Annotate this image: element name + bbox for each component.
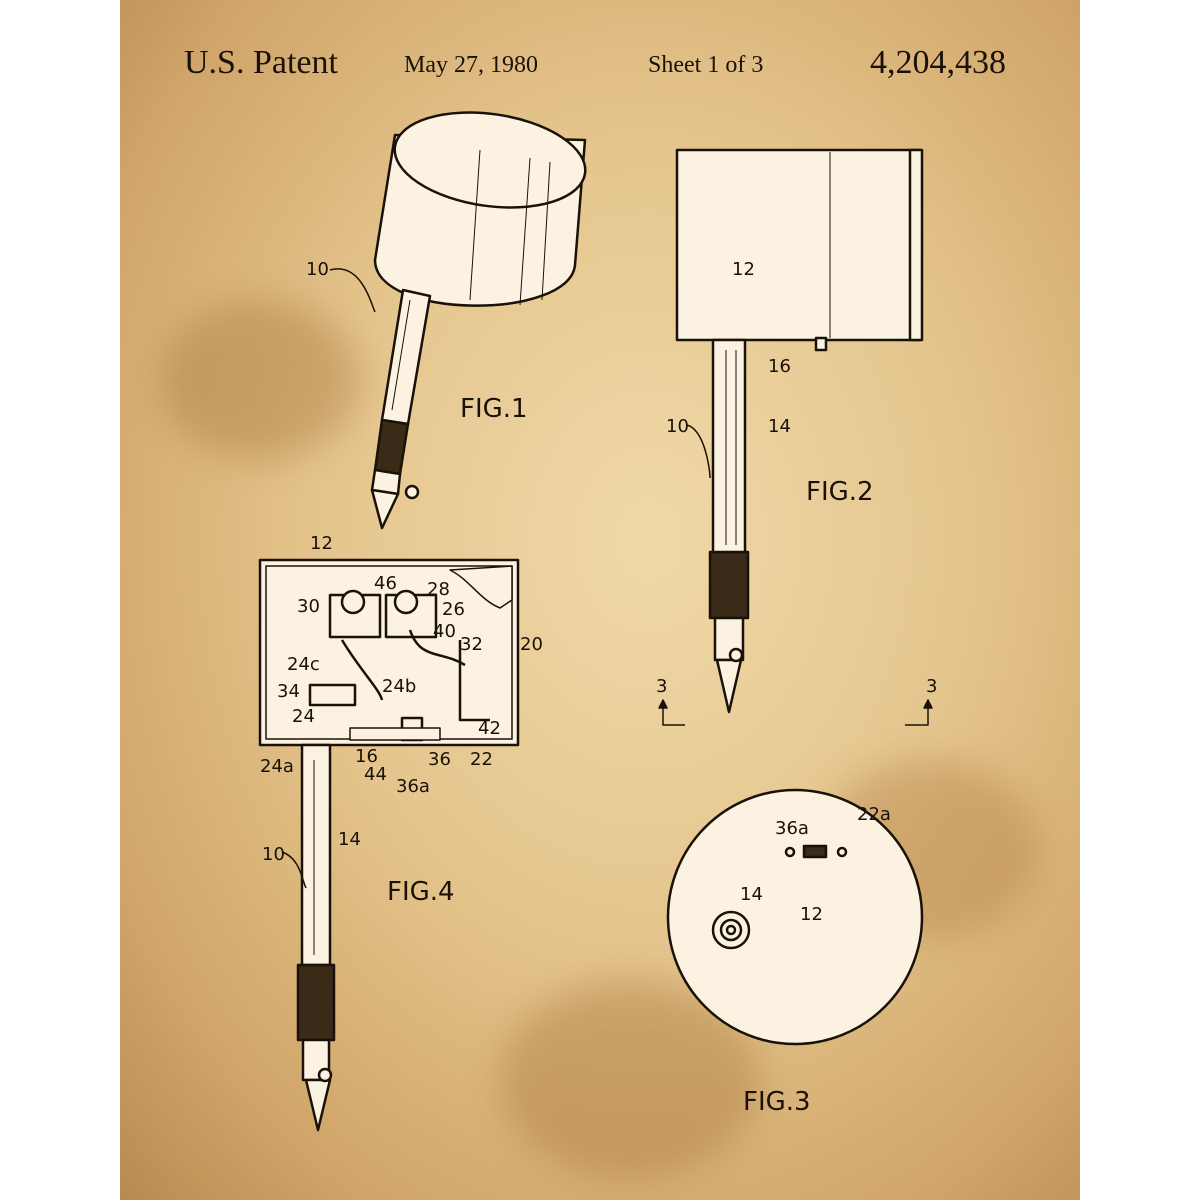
patent-date: May 27, 1980: [404, 52, 538, 78]
ref-42: 42: [478, 718, 501, 739]
fig1-drawing: [370, 111, 587, 530]
fig3-label: FIG.3: [743, 1087, 811, 1117]
ref-10-fig4: 10: [262, 844, 285, 865]
fig2-label: FIG.2: [806, 477, 874, 507]
fig2-drawing: [675, 148, 924, 714]
ref-12-fig4: 12: [310, 533, 333, 554]
ref-36: 36: [428, 749, 451, 770]
ref-24c: 24c: [287, 654, 320, 675]
ref-24a: 24a: [260, 756, 294, 777]
fig3-drawing: [666, 788, 924, 1046]
section-3-left: 3: [656, 676, 667, 697]
sheet-indicator: Sheet 1 of 3: [648, 52, 764, 78]
patent-number: 4,204,438: [870, 44, 1006, 81]
fig4-drawing: [258, 558, 520, 1132]
ref-14-fig4: 14: [338, 829, 361, 850]
patent-sheet: U.S. Patent May 27, 1980 Sheet 1 of 3 4,…: [120, 0, 1080, 1200]
ref-10-fig1: 10: [306, 259, 329, 280]
ref-16-fig4: 16: [355, 746, 378, 767]
paper-stain: [160, 300, 360, 460]
ref-14-fig2: 14: [768, 416, 791, 437]
ref-12-fig3: 12: [800, 904, 823, 925]
ref-28: 28: [427, 579, 450, 600]
ref-40: 40: [433, 621, 456, 642]
ref-34: 34: [277, 681, 300, 702]
ref-46: 46: [374, 573, 397, 594]
section-marker: [658, 699, 933, 726]
fig4-label: FIG.4: [387, 877, 455, 907]
leader-lines: [281, 268, 711, 889]
ref-20: 20: [520, 634, 543, 655]
ref-12-fig2: 12: [732, 259, 755, 280]
ref-32: 32: [460, 634, 483, 655]
patent-header: U.S. Patent May 27, 1980 Sheet 1 of 3 4,…: [120, 0, 1080, 110]
fig1-label: FIG.1: [460, 394, 528, 424]
ref-36a-fig4: 36a: [396, 776, 430, 797]
ref-44: 44: [364, 764, 387, 785]
ref-36a-fig3: 36a: [775, 818, 809, 839]
ref-24: 24: [292, 706, 315, 727]
ref-24b: 24b: [382, 676, 416, 697]
ref-30: 30: [297, 596, 320, 617]
ref-22: 22: [470, 749, 493, 770]
patent-title: U.S. Patent: [184, 44, 338, 81]
section-3-right: 3: [926, 676, 937, 697]
ref-10-fig2: 10: [666, 416, 689, 437]
ref-14-fig3: 14: [740, 884, 763, 905]
ref-16-fig2: 16: [768, 356, 791, 377]
ref-22a: 22a: [857, 804, 891, 825]
ref-26: 26: [442, 599, 465, 620]
patent-drawing: 10 FIG.1 12 16 10 14 FIG.2 3 3 12 46 28 …: [258, 111, 937, 1132]
